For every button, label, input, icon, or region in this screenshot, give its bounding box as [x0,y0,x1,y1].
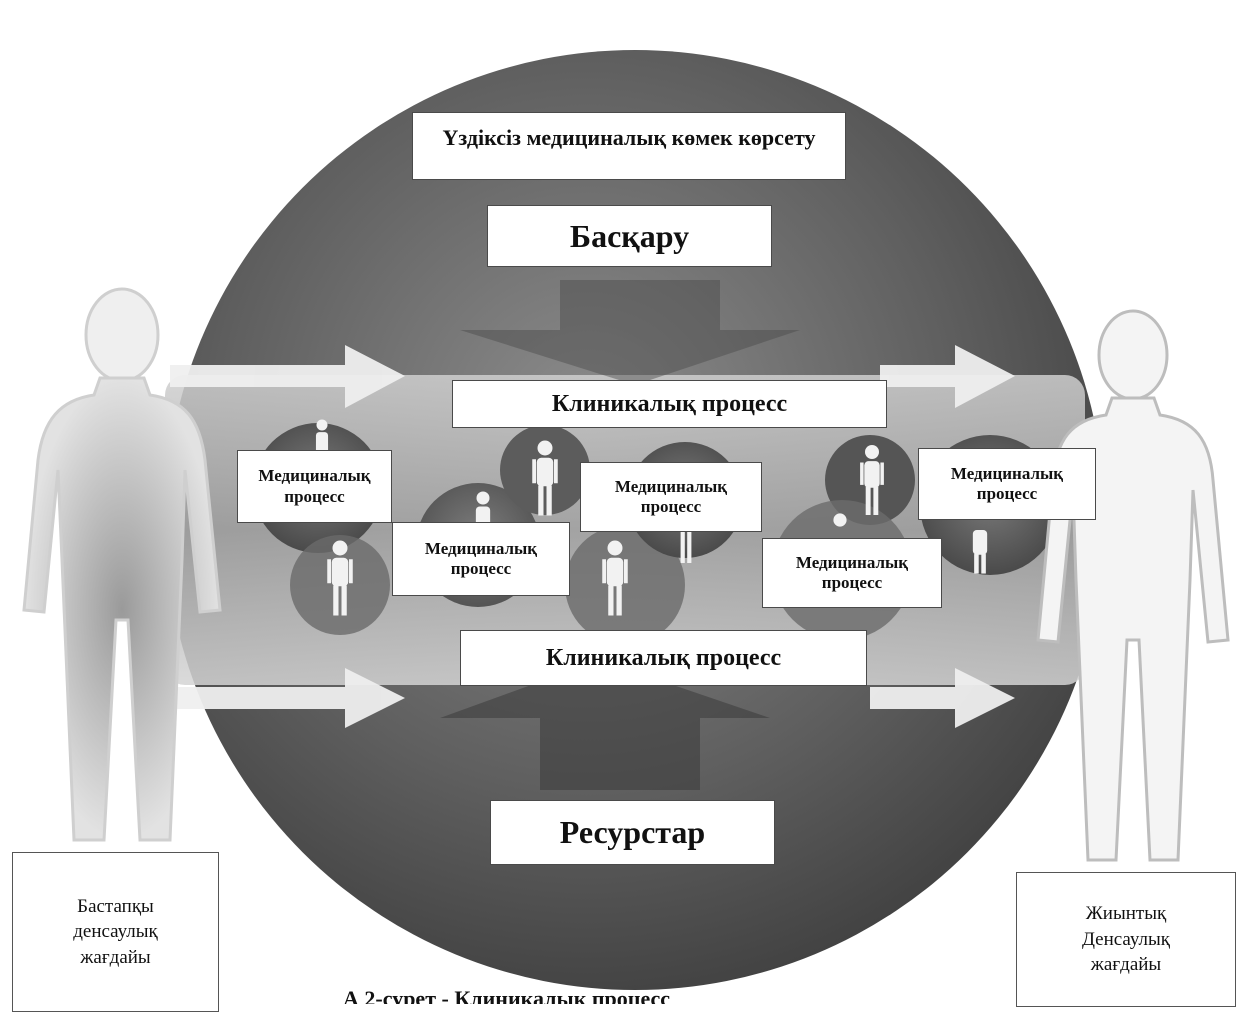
management-arrow-shape [460,280,800,385]
patient-figure-initial [22,287,222,842]
flow-arrow-bottom-right [870,668,1015,728]
flow-arrow-bottom-left [170,668,405,728]
clinical-process-top-label: Клиникалық процесс [452,380,887,428]
clinical-process-bottom-label: Клиникалық процесс [460,630,867,686]
resources-label: Ресурстар [490,800,775,865]
continuous-care-label: Үздіксіз медициналық көмек көрсету [412,112,846,180]
figure-caption: А 2-сурет - Клиникалық процесс [343,986,671,1011]
flow-arrow-top-right [880,345,1015,408]
small-figures [315,419,988,616]
resources-arrow-shape [440,660,770,790]
flow-arrow-top-left [170,345,405,408]
management-label: Басқару [487,205,772,267]
continuous-care-text: Үздіксіз медициналық көмек көрсету [442,125,816,150]
